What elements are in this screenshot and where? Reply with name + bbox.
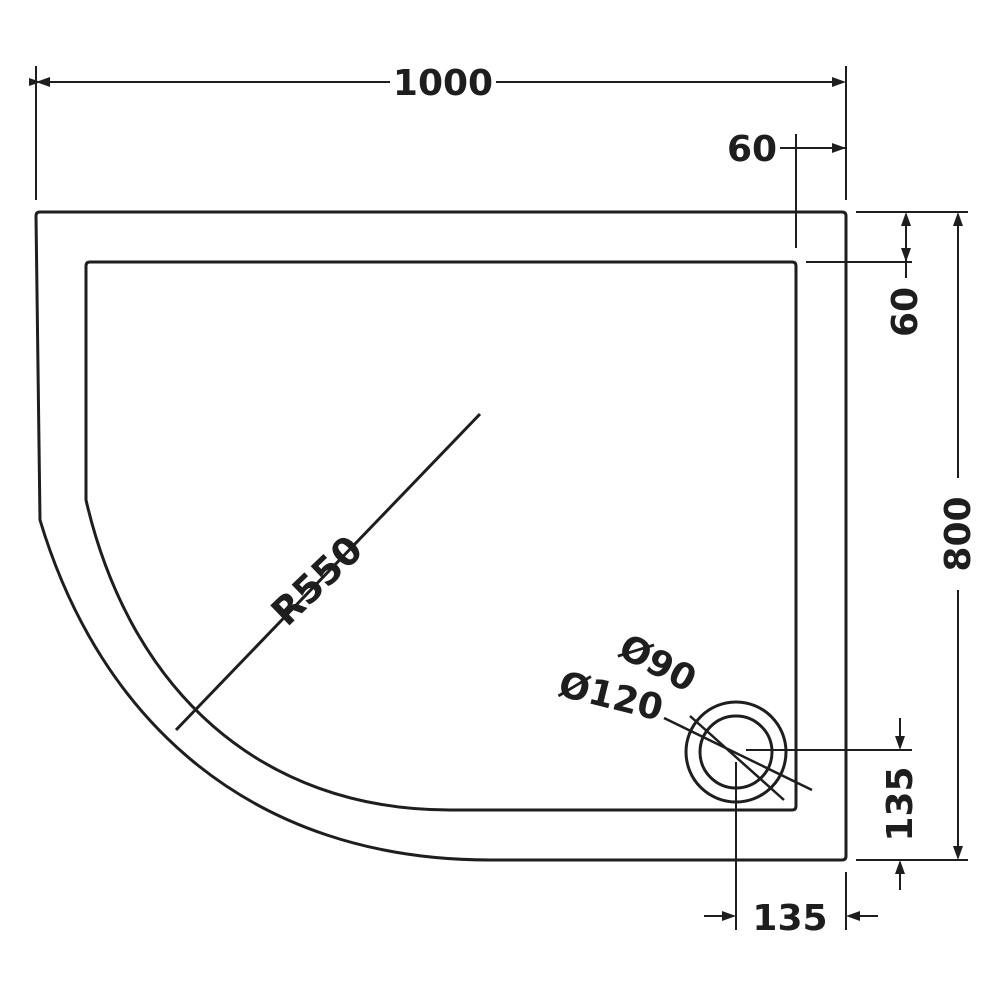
waste-horizontal-offset-label: 135 <box>752 898 827 939</box>
rim-side-label: 60 <box>885 287 926 337</box>
waste-vertical-offset-dimension <box>746 718 912 890</box>
waste-outlet <box>663 700 813 804</box>
waste-vertical-offset-label: 135 <box>880 766 921 841</box>
radius-label: R550 <box>263 527 372 634</box>
tray-inner-basin <box>84 260 798 812</box>
overall-depth-label: 800 <box>938 496 979 571</box>
waste-leader-line <box>663 716 813 792</box>
overall-width-label: 1000 <box>393 63 493 104</box>
waste-leader-line-2 <box>689 715 785 801</box>
rim-top-dimension <box>780 134 846 248</box>
waste-horizontal-offset-dimension <box>704 762 878 930</box>
radius-leader-line <box>174 412 482 732</box>
width-dimension <box>29 66 847 200</box>
rim-top-label: 60 <box>727 129 777 170</box>
tray-outer-outline <box>34 210 848 862</box>
depth-dimension <box>856 212 968 861</box>
rim-side-dimension <box>806 211 968 278</box>
